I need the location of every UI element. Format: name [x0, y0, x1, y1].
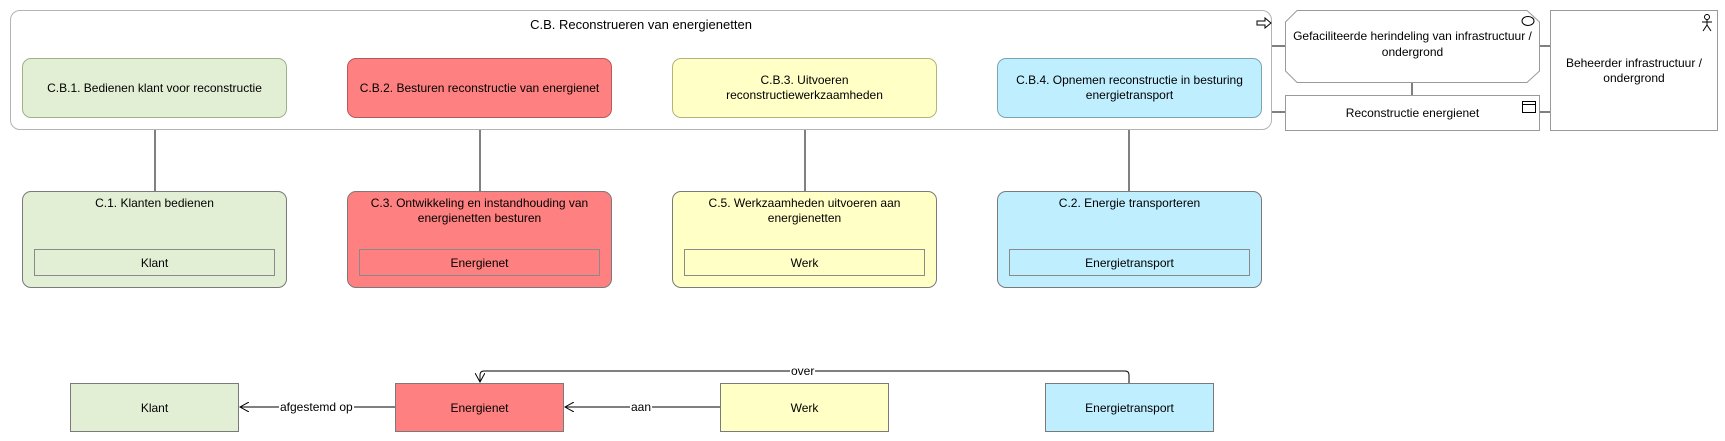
function-c5-inner[interactable]: Werk: [684, 249, 925, 276]
function-c2-label: C.2. Energie transporteren: [1058, 196, 1201, 210]
process-cb1[interactable]: C.B.1. Bedienen klant voor reconstructie: [22, 58, 287, 118]
function-c3-inner[interactable]: Energienet: [359, 249, 600, 276]
data-object-energienet-label: Energienet: [450, 400, 509, 415]
process-cb2[interactable]: C.B.2. Besturen reconstructie van energi…: [347, 58, 612, 118]
relation-label-over: over: [790, 364, 816, 378]
actor-label: Beheerder infrastructuur / ondergrond: [1565, 55, 1703, 85]
process-cb2-label: C.B.2. Besturen reconstructie van energi…: [359, 80, 600, 95]
function-c2[interactable]: C.2. Energie transporteren Energietransp…: [997, 191, 1262, 288]
group-title: C.B. Reconstrueren van energienetten: [530, 17, 752, 32]
process-cb3-label: C.B.3. Uitvoeren reconstructiewerkzaamhe…: [726, 73, 883, 102]
function-c5[interactable]: C.5. Werkzaamheden uitvoeren aan energie…: [672, 191, 937, 288]
event-node[interactable]: [1285, 10, 1540, 83]
data-object-energietransport-label: Energietransport: [1085, 400, 1174, 415]
process-cb4[interactable]: C.B.4. Opnemen reconstructie in besturin…: [997, 58, 1262, 118]
process-cb4-label: C.B.4. Opnemen reconstructie in besturin…: [1016, 73, 1243, 102]
data-object-werk[interactable]: Werk: [720, 383, 889, 432]
function-c5-label: C.5. Werkzaamheden uitvoeren aan energie…: [708, 196, 901, 225]
function-c3[interactable]: C.3. Ontwikkeling en instandhouding van …: [347, 191, 612, 288]
function-c1-label: C.1. Klanten bedienen: [95, 196, 214, 210]
object-reconstructie-energienet[interactable]: Reconstructie energienet: [1285, 95, 1540, 131]
process-cb3[interactable]: C.B.3. Uitvoeren reconstructiewerkzaamhe…: [672, 58, 937, 118]
event-label: Gefaciliteerde herindeling van infrastru…: [1293, 29, 1532, 59]
process-cb1-label: C.B.1. Bedienen klant voor reconstructie: [47, 80, 262, 95]
data-object-klant[interactable]: Klant: [70, 383, 239, 432]
relation-label-afgestemd-op: afgestemd op: [279, 400, 354, 414]
data-object-werk-label: Werk: [790, 400, 819, 415]
actor-beheerder[interactable]: Beheerder infrastructuur / ondergrond: [1550, 10, 1718, 131]
event-icon: [1521, 16, 1535, 26]
function-c1[interactable]: C.1. Klanten bedienen Klant: [22, 191, 287, 288]
data-object-energietransport[interactable]: Energietransport: [1045, 383, 1214, 432]
function-c1-inner[interactable]: Klant: [34, 249, 275, 276]
function-c3-label: C.3. Ontwikkeling en instandhouding van …: [370, 196, 589, 225]
object-icon: [1522, 101, 1536, 113]
relation-label-aan: aan: [630, 400, 653, 414]
data-object-energienet[interactable]: Energienet: [395, 383, 564, 432]
data-object-klant-label: Klant: [140, 400, 169, 415]
process-arrow-icon: [1256, 17, 1272, 29]
actor-icon: [1702, 14, 1712, 32]
function-c2-inner[interactable]: Energietransport: [1009, 249, 1250, 276]
object-label: Reconstructie energienet: [1345, 105, 1480, 120]
